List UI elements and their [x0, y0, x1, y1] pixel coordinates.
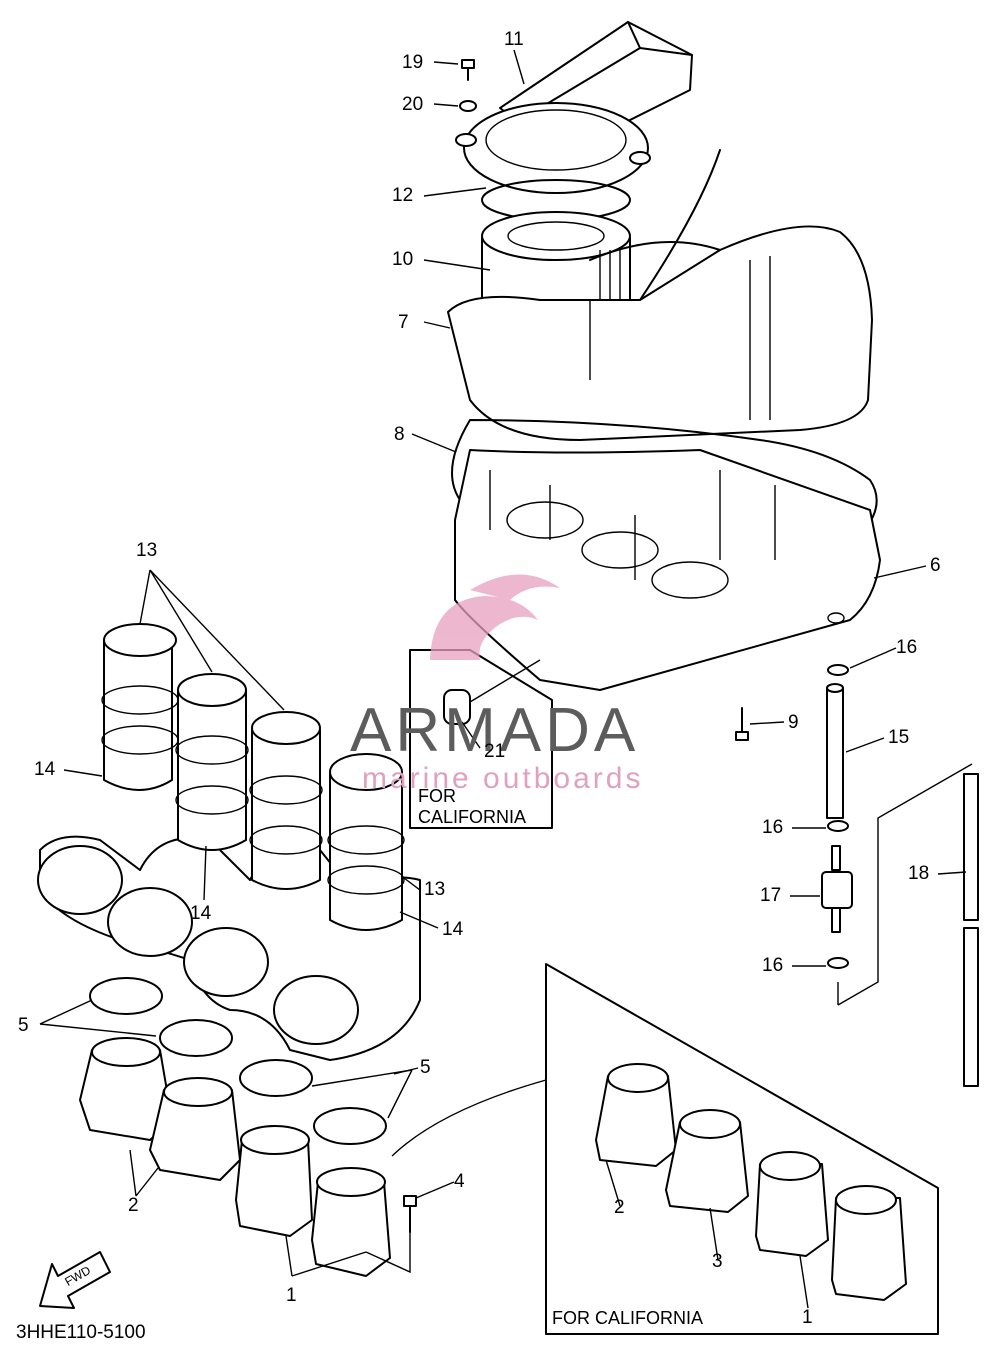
- callout-21: 21: [484, 741, 506, 762]
- screw-9: [735, 707, 749, 741]
- watermark-subtitle: marine outboards: [362, 762, 644, 795]
- callout-16-bottom: 16: [762, 955, 784, 976]
- callout-14-left: 14: [34, 759, 56, 780]
- leader-lines: [39, 49, 967, 1309]
- callout-13-top: 13: [136, 540, 158, 561]
- fwd-arrow-icon: [39, 1251, 111, 1309]
- part-code: 3HHE110-5100: [16, 1322, 146, 1343]
- callout-19: 19: [402, 52, 424, 73]
- washer-20: [459, 100, 477, 112]
- cleaner-cap: [455, 102, 651, 194]
- california-label-large: FOR CALIFORNIA: [552, 1308, 704, 1328]
- carburetor-joints: [79, 1037, 391, 1277]
- funnels-13: [101, 623, 405, 931]
- california-box-large: [391, 963, 939, 1335]
- callout-17: 17: [760, 885, 782, 906]
- callout-16-mid: 16: [762, 817, 784, 838]
- callout-16-top: 16: [896, 637, 918, 658]
- callout-9: 9: [788, 712, 799, 733]
- clamps-5: [89, 977, 387, 1145]
- callout-6: 6: [930, 555, 941, 576]
- screw-4: [403, 1195, 417, 1233]
- callout-10: 10: [392, 249, 414, 270]
- callout-2-california: 2: [614, 1197, 625, 1218]
- california-label-small: FOR CALIFORNIA: [418, 786, 527, 827]
- callout-4: 4: [454, 1171, 465, 1192]
- hose-routing-lines: [837, 763, 973, 1006]
- callout-3-california: 3: [712, 1251, 723, 1272]
- callout-2-left: 2: [128, 1195, 139, 1216]
- callout-18: 18: [908, 863, 930, 884]
- hose-18: [963, 773, 979, 1087]
- callout-20: 20: [402, 94, 424, 115]
- hose-15: [826, 683, 844, 819]
- watermark-title: ARMADA: [350, 696, 640, 765]
- callout-8: 8: [394, 424, 405, 445]
- screw-19: [461, 59, 475, 81]
- callout-14-mid: 14: [190, 903, 212, 924]
- callout-12: 12: [392, 185, 414, 206]
- cleaner-case: [454, 449, 881, 691]
- callout-15: 15: [888, 727, 910, 748]
- callout-14-right: 14: [442, 919, 464, 940]
- callout-5-right: 5: [420, 1057, 431, 1078]
- armada-logo-icon: [430, 574, 560, 660]
- callout-1-left: 1: [286, 1285, 297, 1306]
- check-valve-17: [821, 845, 853, 933]
- callout-7: 7: [398, 312, 409, 333]
- carburetor-bank: [37, 835, 421, 1061]
- callout-1-california: 1: [802, 1307, 813, 1328]
- callout-5-left: 5: [18, 1015, 29, 1036]
- callout-13-right: 13: [424, 879, 446, 900]
- clip-16: [827, 664, 849, 969]
- callout-11: 11: [504, 29, 524, 50]
- cleaner-lid: [447, 149, 873, 441]
